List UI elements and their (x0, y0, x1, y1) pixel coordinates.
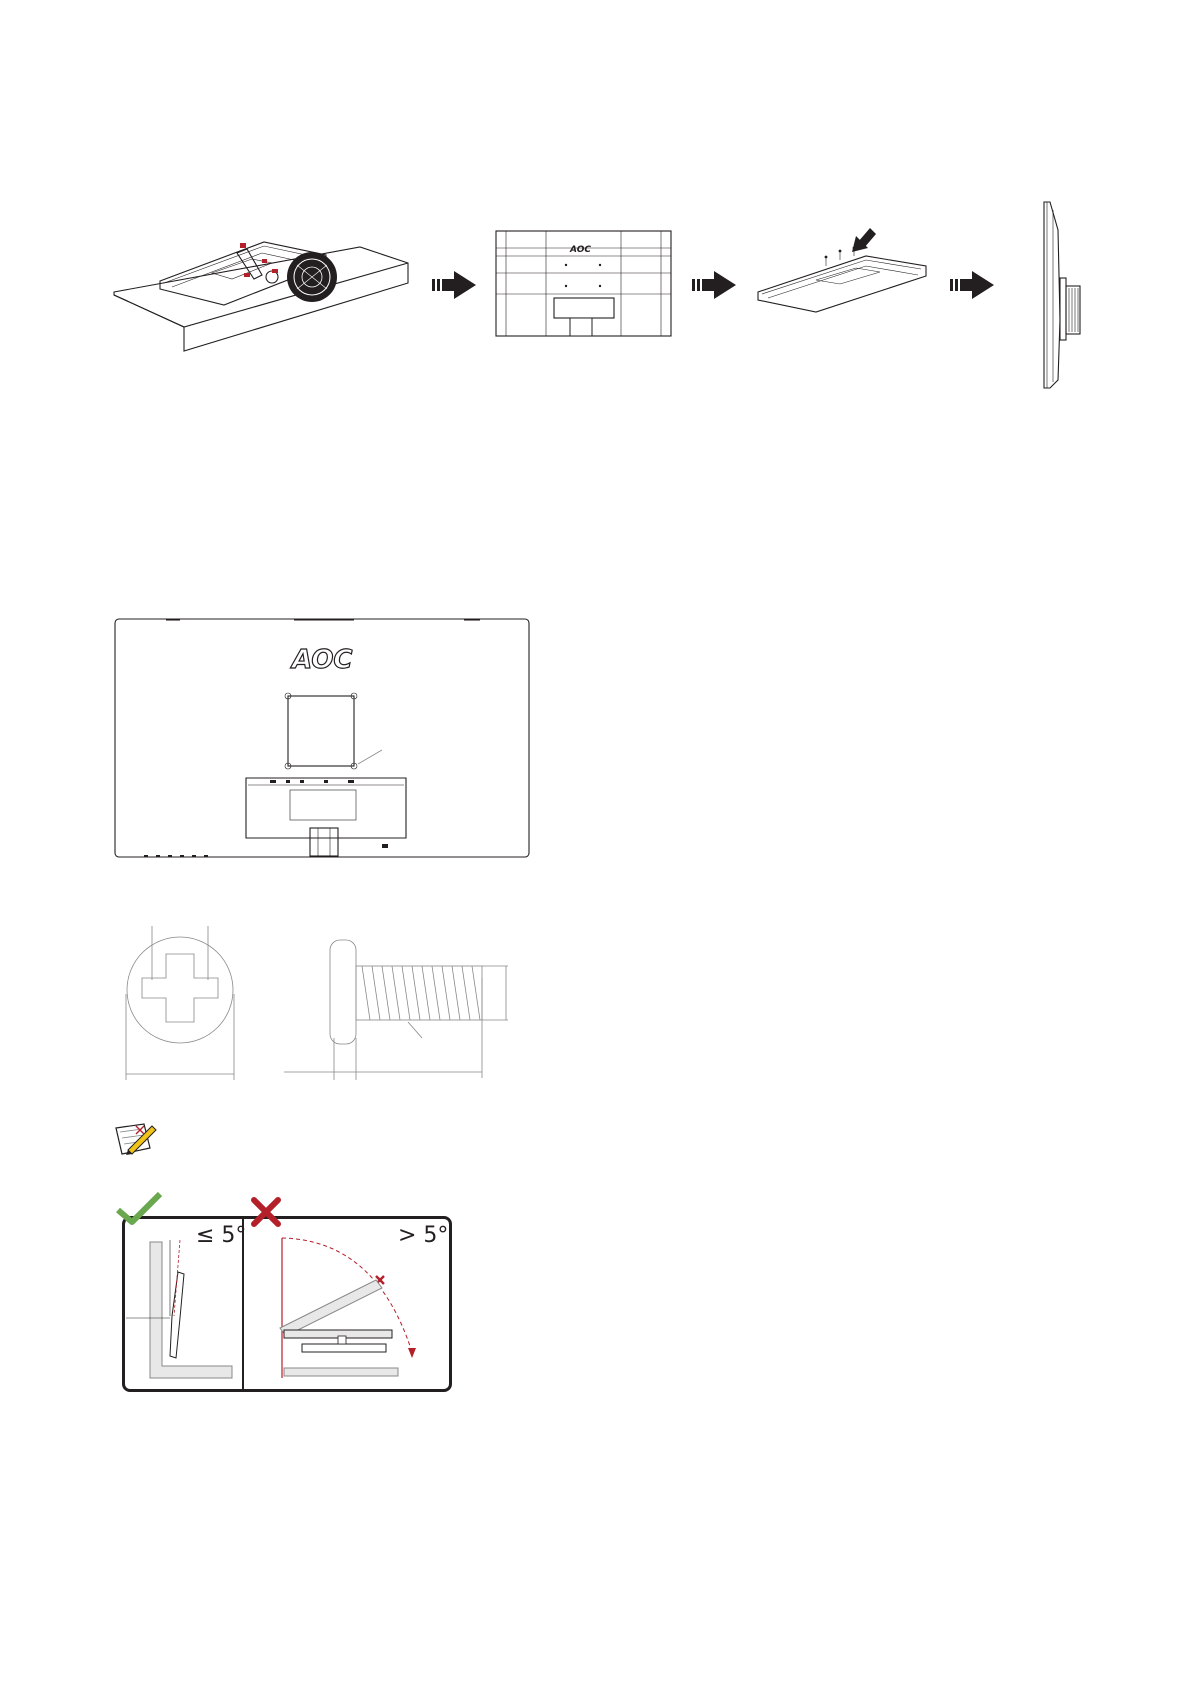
vesa-rear-panel-figure: AOC (114, 618, 530, 860)
tilt-bad-label: > 5° (398, 1224, 448, 1248)
tilt-ok-label: ≤ 5° (196, 1224, 246, 1248)
screw-head-front-figure (118, 924, 240, 1080)
note-pencil-icon (114, 1122, 158, 1156)
brand-logo: AOC (290, 645, 353, 675)
step4-side-view-figure (1036, 200, 1106, 395)
cross-mark-icon (250, 1196, 282, 1228)
screw-thread-lines (362, 966, 480, 1020)
brand-logo: AOC (569, 245, 591, 255)
right-arrow-icon (692, 270, 738, 300)
check-mark-icon (116, 1192, 162, 1226)
right-arrow-icon (950, 270, 996, 300)
down-left-arrow-icon (852, 228, 876, 252)
step1-remove-base-figure (112, 235, 412, 355)
screw-side-figure (282, 938, 512, 1080)
right-arrow-icon (432, 270, 478, 300)
step3-attach-bracket-figure (756, 222, 931, 322)
step2-rear-view-figure: AOC (494, 228, 674, 343)
